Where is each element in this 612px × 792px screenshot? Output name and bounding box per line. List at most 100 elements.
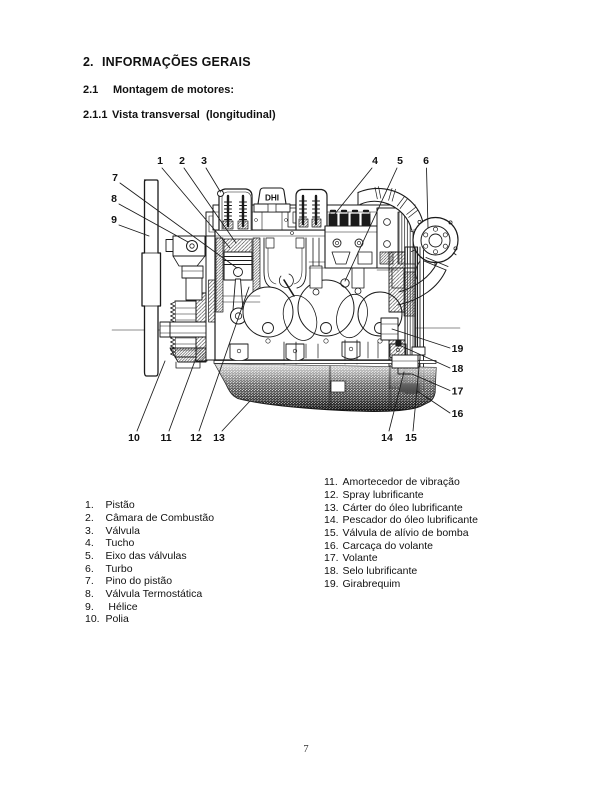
valve-cover-front xyxy=(217,188,253,231)
callout-number: 16 xyxy=(452,408,464,420)
list-item-number: 11. xyxy=(324,476,338,489)
leader-line xyxy=(391,328,451,349)
leader-line xyxy=(161,167,231,249)
engine-cutaway-diagram: DHI xyxy=(111,155,463,444)
leader-line xyxy=(411,373,451,391)
leader-line xyxy=(416,390,451,414)
list-item-number: 19. xyxy=(324,577,339,590)
list-item-number: 14. xyxy=(324,514,339,527)
list-item: 17.Volante xyxy=(324,552,478,565)
list-item-number: 13. xyxy=(324,501,339,514)
list-item: 1.Pistão xyxy=(85,499,214,512)
leader-line xyxy=(168,357,197,432)
list-item-number: 15. xyxy=(324,526,339,539)
list-item-number: 5. xyxy=(85,550,94,563)
leader-line xyxy=(333,167,373,216)
list-item: 10. Polia xyxy=(85,613,214,626)
list-item-label: Amortecedor de vibração xyxy=(342,476,460,489)
list-item-label: Turbo xyxy=(105,562,133,575)
leader-line xyxy=(221,400,251,432)
leader-line xyxy=(183,167,237,244)
propeller-blade xyxy=(141,179,162,377)
list-item-label: Spray lubrificante xyxy=(342,488,424,501)
list-item-label: Volante xyxy=(342,552,378,565)
list-item-label: Tucho xyxy=(105,537,135,550)
leader-line xyxy=(136,360,166,432)
callout-number: 11 xyxy=(160,432,171,444)
list-item-label: Válvula de alívio de bomba xyxy=(342,526,469,539)
callout-number: 17 xyxy=(452,386,464,398)
callout-leader-lines xyxy=(118,167,451,432)
leader-line xyxy=(344,167,398,282)
oil-pan xyxy=(213,346,437,412)
callout-number: 15 xyxy=(405,432,417,444)
list-item-label: Eixo das válvulas xyxy=(105,550,187,563)
list-item-number: 2. xyxy=(85,512,94,525)
list-item-number: 3. xyxy=(85,524,94,537)
leader-line xyxy=(398,344,451,369)
leader-line xyxy=(118,224,150,237)
callout-number: 12 xyxy=(190,432,202,444)
list-item-number: 6. xyxy=(85,562,94,575)
list-item-label: Girabrequim xyxy=(342,577,401,590)
list-item: 7.Pino do pistão xyxy=(85,575,214,588)
list-item: 2. Câmara de Combustão xyxy=(85,512,214,525)
pulley-assembly xyxy=(159,292,208,369)
callout-number: 3 xyxy=(201,155,207,167)
subsection-number: 2.1 xyxy=(83,83,99,96)
list-item-label: Válvula xyxy=(105,524,140,537)
list-item: 19.Girabrequim xyxy=(324,578,478,591)
section-number: 2. xyxy=(83,55,94,69)
list-item-number: 16. xyxy=(324,539,339,552)
list-item: 12.Spray lubrificante xyxy=(324,489,478,502)
list-item: 8.Válvula Termostática xyxy=(85,588,214,601)
list-item: 9. Hélice xyxy=(85,601,214,614)
list-item-number: 10. xyxy=(85,613,100,626)
list-item: 14.Pescador do óleo lubrificante xyxy=(324,514,478,527)
engine-brand-plate: DHI xyxy=(253,187,291,213)
list-item: 5. Eixo das válvulas xyxy=(85,550,214,563)
callout-number: 1 xyxy=(157,155,163,167)
leader-line xyxy=(412,356,421,432)
list-item-label: Selo lubrificante xyxy=(342,564,418,577)
page-number: 7 xyxy=(303,743,309,755)
callout-number: 10 xyxy=(128,432,140,444)
list-item-label: Câmara de Combustão xyxy=(105,512,215,525)
subsection-title: Montagem de motores: xyxy=(113,83,235,96)
callout-number: 5 xyxy=(397,155,403,167)
list-item-number: 17. xyxy=(324,552,339,565)
list-item: 18.Selo lubrificante xyxy=(324,565,478,578)
engine-brand-text: DHI xyxy=(265,194,279,203)
callout-number: 14 xyxy=(381,432,393,444)
list-item: 3. Válvula xyxy=(85,525,214,538)
list-item-label: Polia xyxy=(105,613,129,626)
callout-number: 2 xyxy=(179,155,185,167)
list-item-number: 1. xyxy=(85,499,94,512)
list-item: 13.Cárter do óleo lubrificante xyxy=(324,502,478,515)
callout-number: 7 xyxy=(112,172,118,184)
list-item-number: 12. xyxy=(324,488,339,501)
leader-line xyxy=(118,203,189,243)
subsubsection-number: 2.1.1 xyxy=(83,108,108,121)
list-item-number: 18. xyxy=(324,564,339,577)
list-item: 16.Carcaça do volante xyxy=(324,540,478,553)
callout-number: 18 xyxy=(452,363,464,375)
callout-number: 6 xyxy=(423,155,429,167)
section-heading: 2.INFORMAÇÕES GERAIS xyxy=(83,55,251,69)
list-item-number: 8. xyxy=(85,587,94,600)
callout-number: 8 xyxy=(111,193,117,205)
injection-pump xyxy=(324,209,378,269)
exhaust-pipe xyxy=(357,186,425,231)
leader-line xyxy=(426,167,429,229)
leader-line xyxy=(119,182,238,269)
subsection-heading: 2.1 Montagem de motores: xyxy=(83,84,234,96)
list-item-label: Pino do pistão xyxy=(105,575,173,588)
list-item-number: 4. xyxy=(85,537,94,550)
callout-number: 19 xyxy=(452,343,464,355)
callout-number: 4 xyxy=(372,155,378,167)
